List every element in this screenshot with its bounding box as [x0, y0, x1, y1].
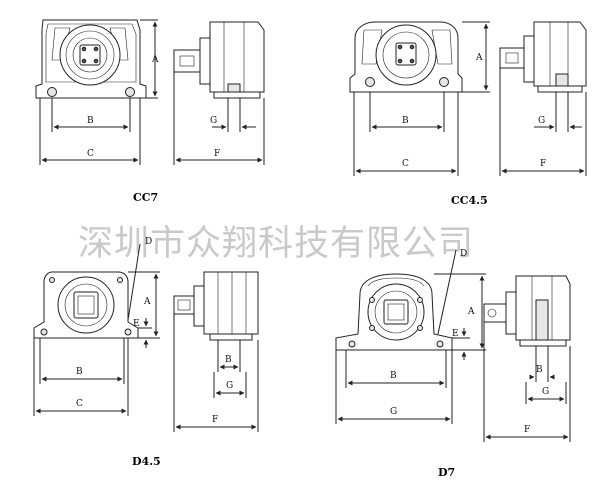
cc7-dim-g: G — [210, 116, 217, 126]
model-cc7: A B C G F CC7 — [35, 19, 265, 204]
cc7-dim-c: C — [87, 149, 94, 159]
d7-front-view — [335, 273, 453, 351]
cc45-front-view — [349, 21, 463, 93]
d7-dim-d: D — [460, 249, 467, 259]
d7-dim-f: F — [524, 425, 530, 435]
d45-front-view — [33, 271, 139, 339]
cc45-dim-b: B — [402, 116, 409, 126]
watermark-text: 深圳市众翔科技有限公司 — [78, 224, 474, 264]
cc45-title: CC4.5 — [451, 194, 488, 207]
model-cc45: A B C G F CC4.5 — [349, 21, 587, 207]
d45-dim-e: E — [133, 319, 140, 329]
cc45-dim-f: F — [540, 159, 546, 169]
d45-dim-c: C — [76, 399, 83, 409]
cc7-title: CC7 — [133, 191, 158, 204]
d45-dim-h: B — [225, 355, 232, 365]
model-d45: D A E B C B G F D4.5 — [33, 237, 259, 468]
d45-dim-d: D — [145, 237, 152, 247]
model-d7: D A E B G B G F D7 — [335, 249, 571, 479]
d7-dim-b: B — [390, 371, 397, 381]
d7-side-view — [483, 275, 571, 347]
cc7-dim-a: A — [151, 55, 159, 65]
d45-dim-a: A — [143, 297, 151, 307]
d7-dim-h: B — [536, 365, 543, 375]
d7-dim-a: A — [467, 307, 475, 317]
d7-title: D7 — [438, 466, 455, 479]
d7-dim-g: G — [542, 387, 549, 397]
d45-dim-b: B — [76, 367, 83, 377]
cc45-dim-g: G — [538, 116, 545, 126]
cc7-side-view — [173, 21, 265, 99]
cc7-front-view — [35, 19, 147, 99]
cc7-dim-f: F — [214, 149, 220, 159]
cc45-side-view — [499, 21, 587, 93]
d45-dim-f: F — [212, 415, 218, 425]
d45-dim-g: G — [226, 381, 233, 391]
cc45-dim-c: C — [402, 159, 409, 169]
d7-dim-c: G — [390, 407, 397, 417]
d45-side-view — [173, 271, 259, 341]
cc7-dim-b: B — [87, 116, 94, 126]
d45-title: D4.5 — [132, 455, 161, 468]
cc45-dim-a: A — [475, 53, 483, 63]
d7-dim-e: E — [452, 329, 459, 339]
